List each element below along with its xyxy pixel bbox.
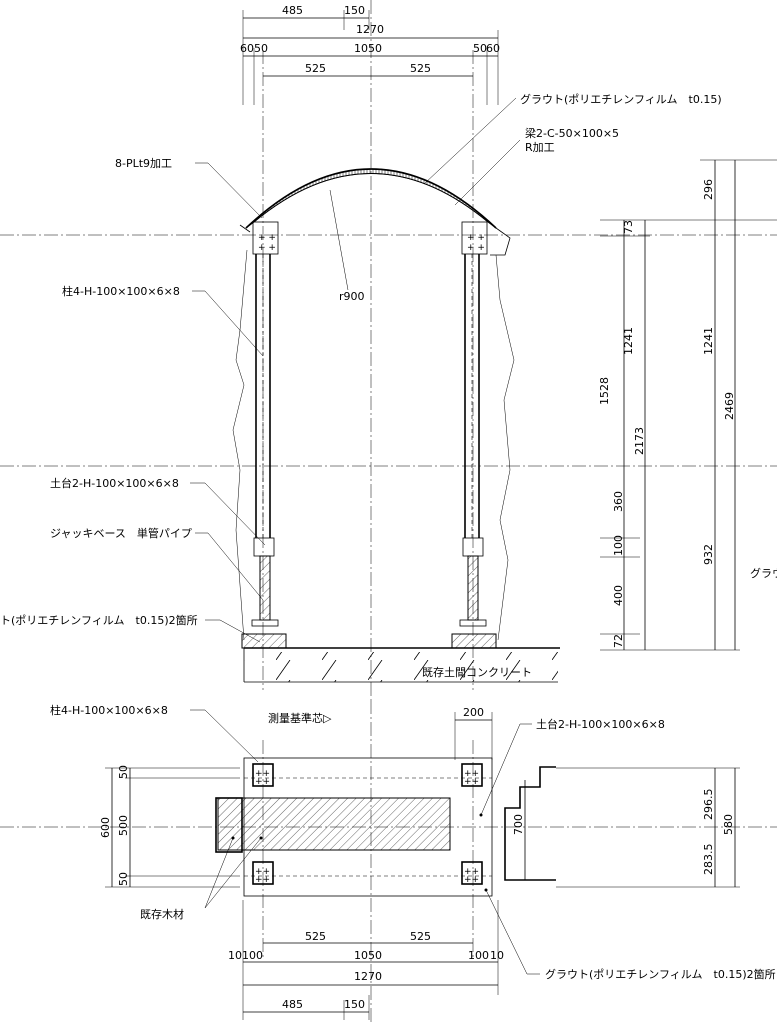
svg-text:++: ++ — [464, 875, 479, 885]
dim-plan-100a: 100 — [242, 949, 263, 962]
column-left — [255, 254, 271, 538]
dim-top-50b: 50 — [473, 42, 487, 55]
dim-top-60a: 60 — [240, 42, 254, 55]
label-sill: 土台2-H-100×100×6×8 — [50, 476, 179, 490]
dim-plan-525a: 525 — [305, 930, 326, 943]
label-survey: 測量基準芯▷ — [268, 711, 332, 725]
label-plan-grout: グラウト(ポリエチレンフィルム t0.15)2箇所 — [545, 967, 776, 981]
svg-text:++: ++ — [464, 867, 479, 877]
label-column: 柱4-H-100×100×6×8 — [62, 284, 180, 298]
label-plate: 8-PLt9加工 — [115, 157, 172, 170]
dim-top-525b: 525 — [410, 62, 431, 75]
dim-plan-50a: 50 — [117, 765, 130, 779]
dim-right-932: 932 — [702, 544, 715, 565]
svg-text:++: ++ — [464, 777, 479, 787]
dim-plan-283.5: 283.5 — [702, 844, 715, 876]
dim-plan-1270: 1270 — [354, 970, 382, 983]
dim-plan-10b: 10 — [490, 949, 504, 962]
plan-column-tl: ++ ++ — [252, 763, 274, 787]
label-existing-wood: 既存木材 — [140, 907, 184, 921]
dim-top-1270: 1270 — [356, 23, 384, 36]
svg-text:++: ++ — [255, 777, 270, 787]
dim-right-1241a: 1241 — [622, 327, 635, 355]
existing-slab — [243, 647, 560, 683]
arch-roof — [239, 168, 511, 256]
label-plan-sill: 土台2-H-100×100×6×8 — [536, 717, 665, 731]
dim-top-525a: 525 — [305, 62, 326, 75]
dim-right-1528: 1528 — [598, 377, 611, 405]
dim-right-360: 360 — [612, 491, 625, 512]
label-radius: r900 — [339, 290, 365, 303]
svg-text:+ +: + + — [467, 243, 485, 253]
column-cap-right: + + + + — [461, 221, 488, 255]
dim-right-100: 100 — [612, 535, 625, 556]
label-grout-top: グラウト(ポリエチレンフィルム t0.15) — [520, 92, 722, 106]
column-cap-left: + + + + — [252, 221, 279, 255]
svg-text:+ +: + + — [467, 233, 485, 243]
dim-plan-50b: 50 — [117, 872, 130, 886]
dim-plan-200: 200 — [463, 706, 484, 719]
plan-column-bl: ++ ++ — [252, 861, 274, 885]
plan-view: ++ ++ ++ ++ ++ ++ ++ ++ — [0, 700, 777, 1024]
dim-plan-580: 580 — [722, 814, 735, 835]
dim-right-73: 73 — [622, 220, 635, 234]
dim-plan-100b: 100 — [468, 949, 489, 962]
label-beam-r: R加工 — [525, 141, 555, 154]
dim-top-60b: 60 — [486, 42, 500, 55]
elevation-view: + + + + + + + + — [0, 0, 777, 700]
label-jack: ジャッキベース 単管パイプ — [50, 526, 192, 540]
plan-dimensions: 525 1050 525 10 100 100 10 1270 485 150 … — [99, 706, 740, 1020]
svg-text:++: ++ — [255, 769, 270, 779]
plan-column-br: ++ ++ — [461, 861, 483, 885]
label-concrete: 既存土間コンクリート — [422, 665, 532, 679]
dim-top-1050: 1050 — [354, 42, 382, 55]
dim-plan-1050: 1050 — [354, 949, 382, 962]
dim-plan-700: 700 — [512, 814, 525, 835]
column-right — [464, 254, 480, 538]
jack-base-right — [459, 555, 487, 627]
dim-top-50a: 50 — [254, 42, 268, 55]
dim-top-485: 485 — [282, 4, 303, 17]
dim-right-400: 400 — [612, 585, 625, 606]
plan-labels: 柱4-H-100×100×6×8 測量基準芯▷ 土台2-H-100×100×6×… — [50, 703, 776, 981]
svg-text:+ +: + + — [258, 233, 276, 243]
label-grout-right-edge: グラウ — [750, 566, 777, 580]
svg-text:+ +: + + — [258, 243, 276, 253]
dim-plan-10a: 10 — [228, 949, 242, 962]
label-beam: 梁2-C-50×100×5 — [525, 126, 619, 140]
dim-right-1241b: 1241 — [702, 327, 715, 355]
dim-right-296: 296 — [702, 179, 715, 200]
existing-wood — [215, 797, 451, 853]
dim-plan-485: 485 — [282, 998, 303, 1011]
jack-base-left — [251, 555, 279, 627]
label-plan-column: 柱4-H-100×100×6×8 — [50, 703, 168, 717]
svg-text:++: ++ — [255, 867, 270, 877]
dim-plan-600: 600 — [99, 817, 112, 838]
svg-text:++: ++ — [464, 769, 479, 779]
dim-plan-500: 500 — [117, 815, 130, 836]
dim-plan-296.5: 296.5 — [702, 789, 715, 821]
label-grout-left: ト(ポリエチレンフィルム t0.15)2箇所 — [0, 613, 198, 627]
dim-right-72: 72 — [612, 634, 625, 648]
dim-plan-150: 150 — [344, 998, 365, 1011]
top-dimensions: 485 150 1270 60 50 1050 50 60 525 525 — [240, 4, 500, 105]
dim-plan-525b: 525 — [410, 930, 431, 943]
svg-text:++: ++ — [255, 875, 270, 885]
dim-top-150: 150 — [344, 4, 365, 17]
right-dimensions: 296 73 1241 1241 1528 2173 2469 360 100 … — [598, 159, 777, 651]
dim-right-2469: 2469 — [723, 392, 736, 420]
plan-column-tr: ++ ++ — [461, 763, 483, 787]
elevation-labels: グラウト(ポリエチレンフィルム t0.15) 梁2-C-50×100×5 R加工… — [0, 92, 777, 679]
dim-right-2173: 2173 — [633, 427, 646, 455]
